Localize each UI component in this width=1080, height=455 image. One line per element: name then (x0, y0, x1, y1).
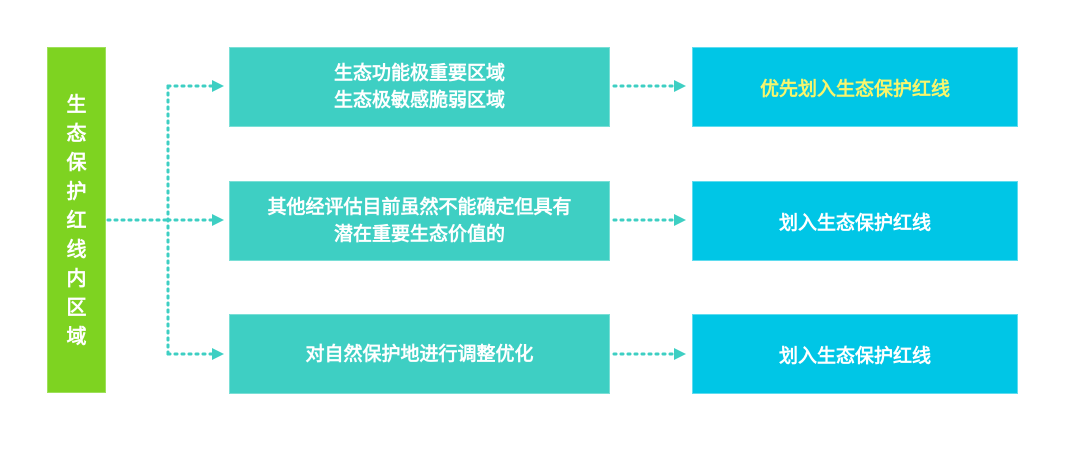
arrowhead-link-3 (674, 348, 686, 360)
arrowhead-branch-2 (212, 214, 224, 226)
result-box-2: 划入生态保护红线 (692, 181, 1018, 261)
arrowhead-branch-1 (212, 80, 224, 92)
condition-box-2: 其他经评估目前虽然不能确定但具有 潜在重要生态价值的 (229, 181, 610, 261)
result-text-3: 划入生态保护红线 (778, 344, 931, 367)
condition-text-1: 生态功能极重要区域 生态极敏感脆弱区域 (333, 62, 505, 111)
condition-box-1: 生态功能极重要区域 生态极敏感脆弱区域 (229, 47, 610, 127)
source-box: 生态保护红线内区域 (47, 47, 106, 393)
result-text-1: 优先划入生态保护红线 (759, 77, 950, 100)
result-box-1: 优先划入生态保护红线 (692, 47, 1018, 127)
result-text-2: 划入生态保护红线 (778, 211, 931, 234)
arrowhead-branch-3 (212, 348, 224, 360)
condition-text-2: 其他经评估目前虽然不能确定但具有 潜在重要生态价值的 (267, 196, 572, 245)
arrowhead-link-1 (674, 80, 686, 92)
arrowhead-link-2 (674, 214, 686, 226)
condition-box-3: 对自然保护地进行调整优化 (229, 314, 610, 394)
result-box-3: 划入生态保护红线 (692, 314, 1018, 394)
source-label: 生态保护红线内区域 (66, 91, 87, 348)
condition-text-3: 对自然保护地进行调整优化 (305, 342, 534, 365)
